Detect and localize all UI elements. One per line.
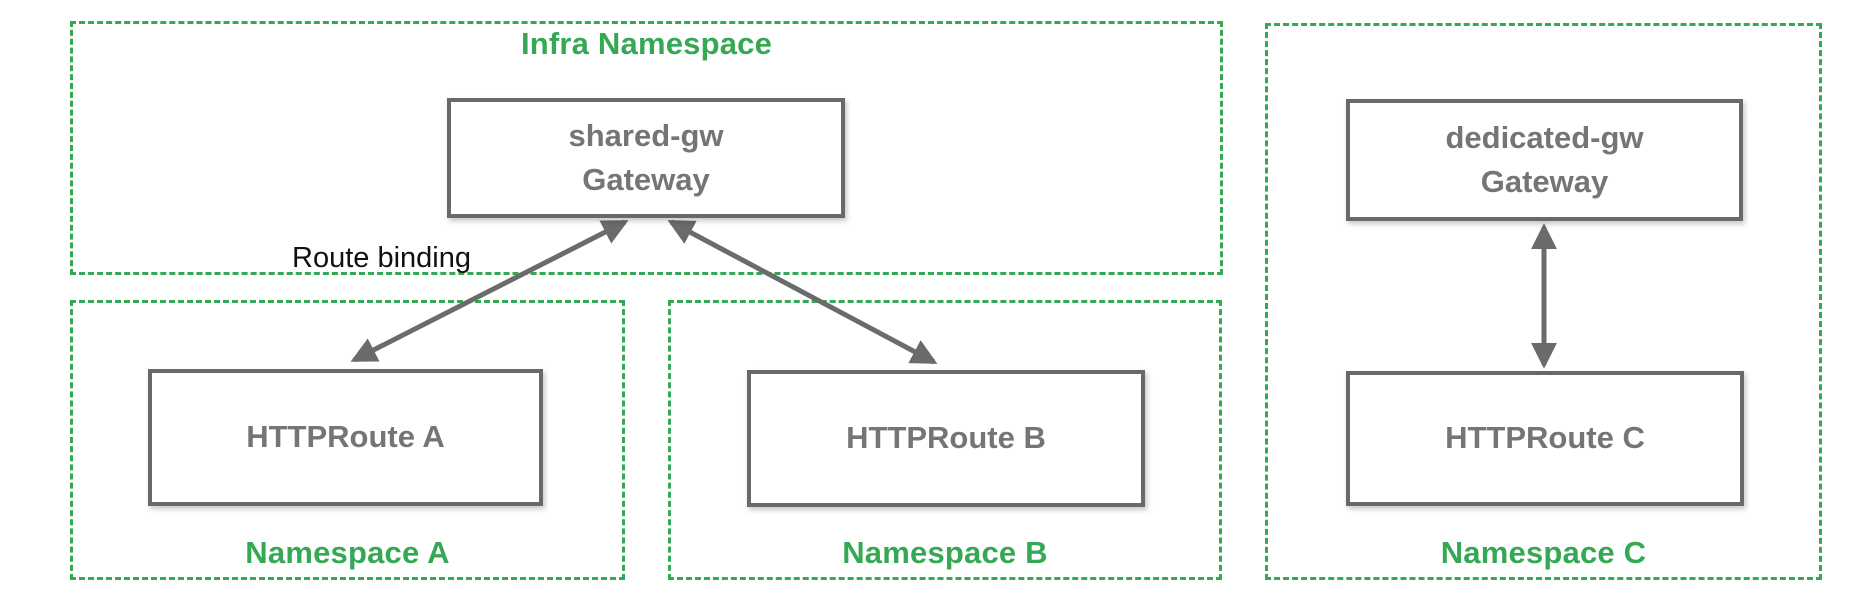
namespace-a-label: Namespace A xyxy=(245,535,450,570)
httproute-c-label: HTTPRoute C xyxy=(1445,420,1645,456)
httproute-a-label: HTTPRoute A xyxy=(246,419,445,455)
shared-gw-gateway-node: shared-gw Gateway xyxy=(447,98,845,218)
namespace-b-container xyxy=(668,300,1222,580)
route-binding-label: Route binding xyxy=(292,242,471,274)
namespace-b-label: Namespace B xyxy=(842,535,1048,570)
namespace-c-container xyxy=(1265,23,1822,580)
namespace-a-container xyxy=(70,300,625,580)
infra-namespace-label: Infra Namespace xyxy=(520,26,773,61)
dedicated-gw-gateway-node: dedicated-gw Gateway xyxy=(1346,99,1743,221)
httproute-a-node: HTTPRoute A xyxy=(148,369,543,506)
shared-gw-kind: Gateway xyxy=(582,162,710,197)
namespace-c-label: Namespace C xyxy=(1440,535,1647,570)
httproute-c-node: HTTPRoute C xyxy=(1346,371,1744,506)
shared-gw-name: shared-gw xyxy=(568,117,724,153)
httproute-b-label: HTTPRoute B xyxy=(846,420,1046,456)
infra-namespace-container xyxy=(70,21,1223,275)
dedicated-gw-kind: Gateway xyxy=(1480,164,1609,199)
httproute-b-node: HTTPRoute B xyxy=(747,370,1145,507)
dedicated-gw-name: dedicated-gw xyxy=(1445,119,1644,155)
